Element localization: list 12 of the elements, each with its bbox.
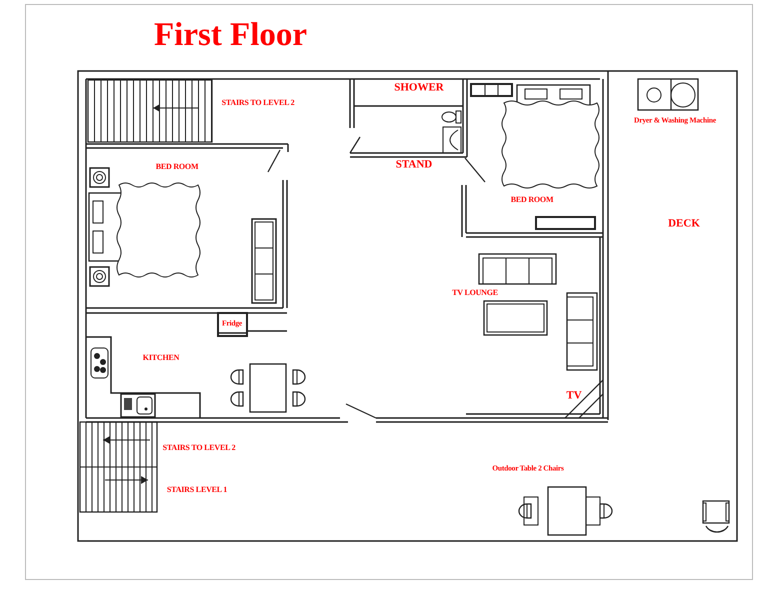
room-label: SHOWER bbox=[394, 82, 444, 94]
furniture-label: TV bbox=[566, 390, 582, 402]
area-label: DECK bbox=[668, 218, 700, 230]
stair-label: STAIRS LEVEL 1 bbox=[166, 486, 228, 494]
room-label: KITCHEN bbox=[142, 354, 180, 362]
room-label: BED ROOM bbox=[156, 163, 198, 171]
room-label: STAIRS TO LEVEL 2 bbox=[222, 99, 294, 107]
room-label: BED ROOM bbox=[510, 196, 554, 204]
room-label: TV LOUNGE bbox=[452, 289, 498, 297]
stair-label: STAIRS TO LEVEL 2 bbox=[162, 444, 236, 452]
title: First Floor bbox=[154, 17, 308, 54]
room-label: STAND bbox=[396, 160, 432, 170]
